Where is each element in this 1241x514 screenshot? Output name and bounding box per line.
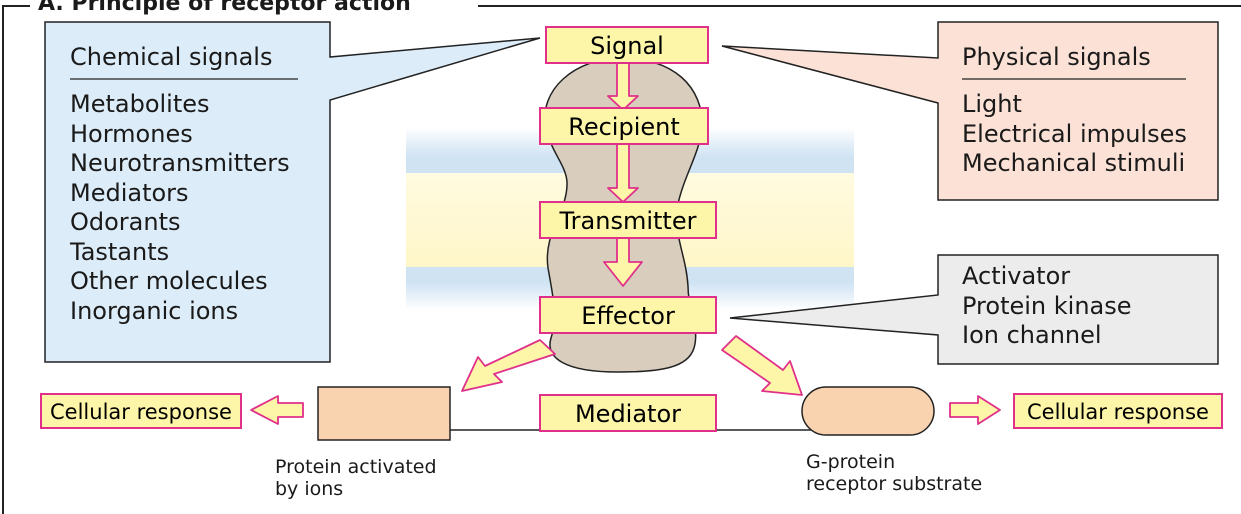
panel-frame	[2, 5, 1241, 514]
effector-examples-callout	[729, 254, 1219, 365]
protein-activated-by-ions-box	[317, 386, 451, 441]
svg-text:Signal: Signal	[590, 32, 664, 60]
chemical-signals-heading: Chemical signals	[70, 43, 273, 71]
list-item: Light	[962, 90, 1022, 118]
transmitter-to-effector-arrow	[603, 235, 643, 287]
chemical-signals-callout	[44, 21, 541, 363]
list-item: Protein kinase	[962, 291, 1132, 320]
transmitter-label: Transmitter	[539, 201, 717, 239]
signal-label: Signal	[545, 26, 709, 64]
list-item: Activator	[962, 262, 1071, 290]
g-protein-caption: G-protein receptor substrate	[806, 451, 982, 495]
chemical-signals-list: Metabolites Hormones Neurotransmitters M…	[70, 90, 290, 326]
panel-title: A. Principle of receptor action	[30, 0, 419, 17]
effector-to-left-target-arrow	[461, 339, 556, 392]
svg-text:Transmitter: Transmitter	[559, 207, 697, 235]
list-item: Inorganic ions	[70, 296, 239, 325]
protein-activated-caption: Protein activated by ions	[275, 456, 437, 500]
caption-line: G-protein	[806, 451, 896, 473]
caption-line: receptor substrate	[806, 473, 983, 495]
svg-text:Effector: Effector	[581, 302, 675, 330]
list-item: Metabolites	[70, 90, 210, 118]
physical-signals-heading: Physical signals	[962, 43, 1151, 71]
effector-examples-list: Activator Protein kinase Ion channel	[962, 262, 1132, 351]
list-item: Electrical impulses	[962, 119, 1187, 148]
svg-text:Mediator: Mediator	[575, 400, 681, 428]
list-item: Ion channel	[962, 321, 1102, 349]
cellular-response-right-label: Cellular response	[1013, 393, 1223, 429]
list-item: Neurotransmitters	[70, 149, 290, 177]
list-item: Other molecules	[70, 267, 268, 295]
list-item: Hormones	[70, 119, 193, 148]
left-response-arrow	[250, 395, 304, 425]
cellular-response-left-label: Cellular response	[40, 393, 242, 429]
mediator-label: Mediator	[539, 394, 717, 432]
list-item: Tastants	[70, 237, 170, 266]
physical-signals-list: Light Electrical impulses Mechanical sti…	[962, 90, 1187, 179]
physical-signals-callout	[721, 21, 1219, 201]
caption-line: by ions	[275, 478, 344, 500]
caption-line: Protein activated	[275, 456, 437, 478]
svg-text:Cellular response: Cellular response	[50, 400, 232, 424]
list-item: Mechanical stimuli	[962, 149, 1186, 177]
g-protein-substrate-capsule	[801, 386, 935, 436]
recipient-to-transmitter-arrow	[607, 140, 639, 203]
right-response-arrow	[949, 395, 1001, 425]
list-item: Mediators	[70, 178, 189, 207]
svg-text:Cellular response: Cellular response	[1027, 400, 1209, 424]
svg-text:Recipient: Recipient	[568, 113, 680, 141]
effector-label: Effector	[539, 296, 717, 334]
effector-to-right-target-arrow	[721, 335, 803, 396]
list-item: Odorants	[70, 208, 181, 236]
signal-to-recipient-arrow	[607, 60, 639, 111]
recipient-label: Recipient	[539, 107, 709, 145]
